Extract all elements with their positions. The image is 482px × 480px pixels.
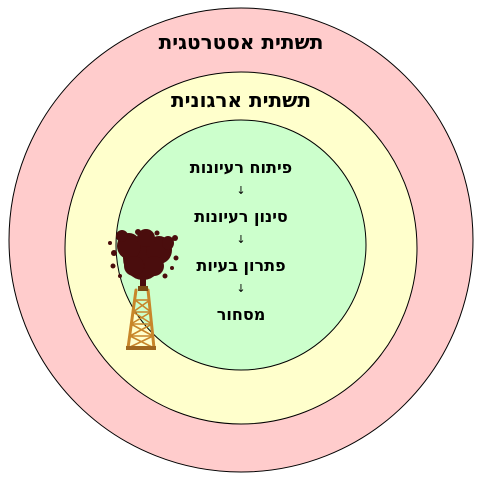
flow-arrow-1: ↓ [236, 184, 246, 197]
step-label-problem-solving: פתרון בעיות [196, 256, 286, 275]
step-label-screening: סינון רעיונות [194, 207, 288, 226]
middle-ring-label: תשתית ארגונית [170, 88, 312, 112]
oil-derrick-gusher-icon [108, 229, 179, 350]
outer-ring-label: תשתית אסטרטגית [158, 30, 324, 54]
step-label-commercialization: מסחור [216, 305, 266, 324]
inner-circle [115, 119, 367, 371]
flow-arrow-2: ↓ [236, 233, 246, 246]
flow-arrow-3: ↓ [236, 282, 246, 295]
step-label-ideation: פיתוח רעיונות [189, 158, 293, 177]
